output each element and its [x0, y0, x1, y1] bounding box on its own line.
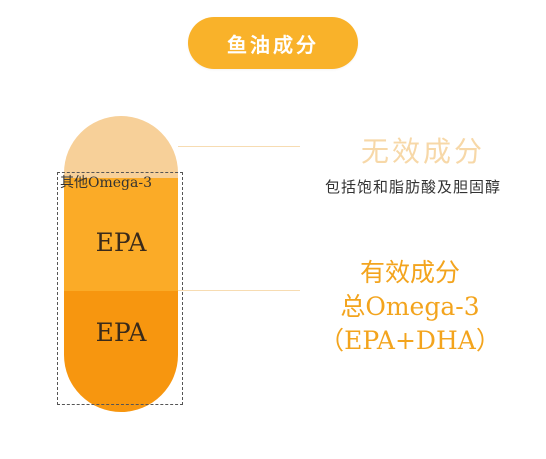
valid-connector-line: [178, 290, 300, 291]
valid-component-outline: [57, 172, 183, 405]
capsule-other-omega-segment: [64, 178, 178, 291]
epa-label-upper: EPA: [95, 228, 147, 257]
valid-component-title: 有效成分: [359, 258, 460, 287]
epa-label-lower: EPA: [95, 318, 147, 347]
invalid-component-title: 无效成分: [360, 135, 485, 168]
other-omega-label: 其他Omega-3: [60, 175, 152, 191]
invalid-component-description: 包括饱和脂肪酸及胆固醇: [324, 178, 501, 196]
valid-total-omega: 总Omega-3: [340, 292, 480, 321]
invalid-connector-line: [178, 146, 300, 147]
capsule-epa-segment: [64, 291, 178, 412]
capsule-invalid-segment: [64, 116, 178, 178]
valid-component-block: 有效成分 总Omega-3 （EPA+DHA）: [300, 256, 520, 358]
valid-epa-dha: （EPA+DHA）: [319, 326, 501, 355]
title-pill: 鱼油成分: [188, 17, 358, 69]
capsule: [64, 116, 178, 412]
